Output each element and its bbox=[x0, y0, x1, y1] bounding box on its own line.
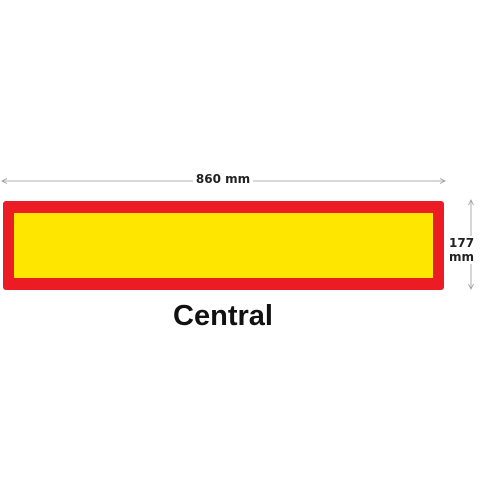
width-dimension-label: 860 mm bbox=[0, 172, 446, 186]
reflective-yellow-panel bbox=[14, 213, 433, 278]
width-value: 860 mm bbox=[192, 172, 254, 186]
marker-plate bbox=[3, 201, 444, 290]
plate-caption: Central bbox=[173, 300, 273, 332]
height-dimension-label: 177 mm bbox=[448, 236, 500, 264]
